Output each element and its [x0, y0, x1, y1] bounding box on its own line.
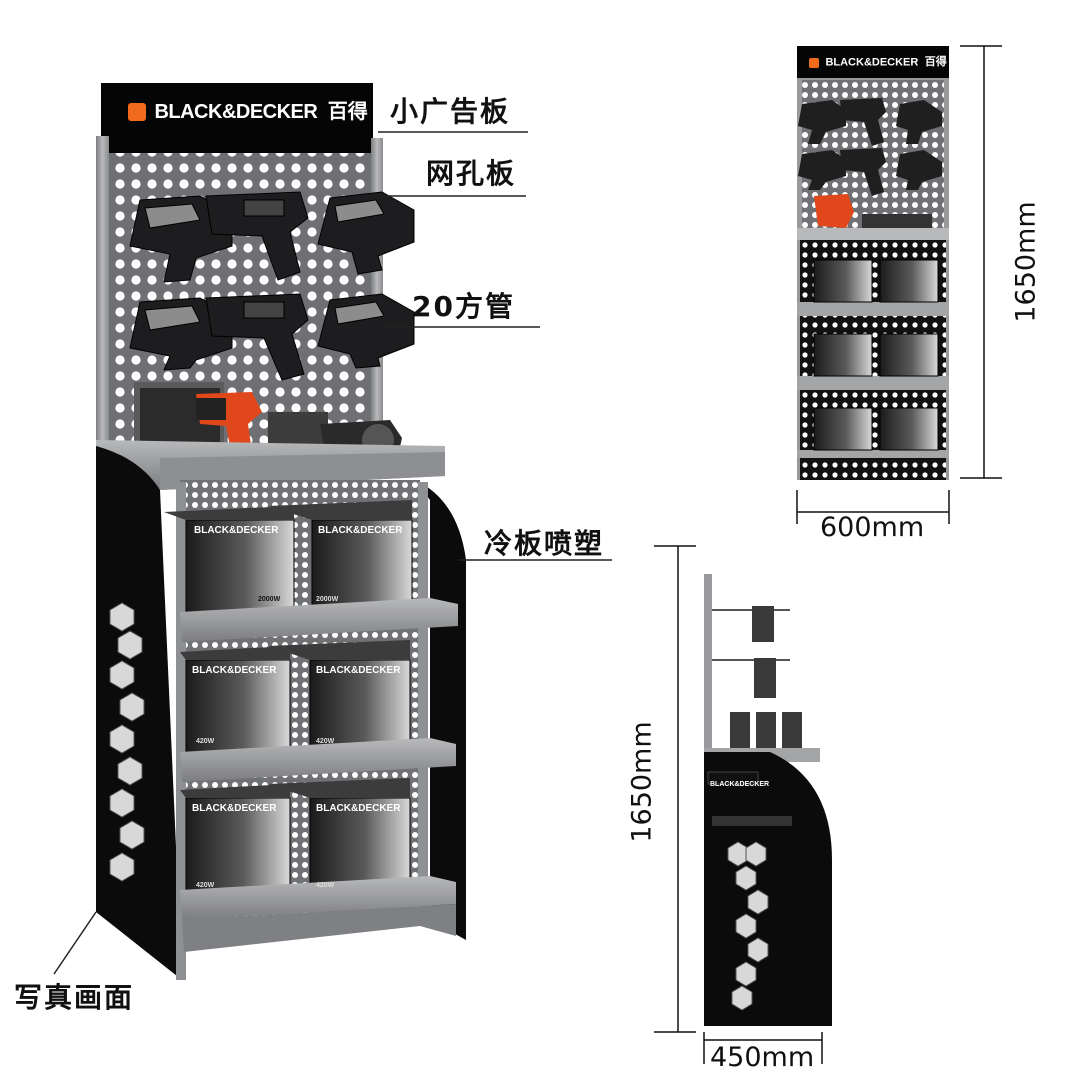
- box-label-row2-left: BLACK&DECKER: [192, 665, 277, 676]
- brand-hex-icon: [128, 103, 146, 121]
- side-logo-text: BLACK&DECKER: [710, 781, 770, 788]
- box-wattage-row2-left: 420W: [196, 738, 215, 745]
- callout-lines: [53, 131, 612, 975]
- left-post: [96, 136, 109, 481]
- side-graphic-panel: [704, 752, 832, 1026]
- box-label-row2-right: BLACK&DECKER: [316, 665, 401, 676]
- cabinet-shelves: [180, 598, 458, 952]
- box-wattage-row1-right: 2000W: [316, 596, 339, 603]
- front-width-dimension: 600mm: [820, 512, 925, 543]
- side-height-dimension: 1650mm: [626, 721, 658, 843]
- elevation-brand-hex-icon: [809, 57, 819, 68]
- elevation-logo: BLACK&DECKER 百得: [809, 55, 947, 71]
- side-panel-logo: BLACK&DECKER: [710, 774, 769, 790]
- front-dimension-lines: [796, 45, 1002, 524]
- hanging-heat-guns-top: [129, 191, 415, 283]
- box-wattage-row1-left: 2000W: [258, 596, 281, 603]
- box-wattage-row3-left: 420W: [196, 882, 215, 889]
- box-label-row3-left: BLACK&DECKER: [192, 803, 277, 814]
- callout-photo-graphic: 写真画面: [14, 981, 135, 1014]
- header-logo-primary: BLACK&DECKER 百得: [128, 102, 368, 122]
- callout-pegboard: 网孔板: [426, 157, 517, 190]
- elevation-logo-cn: 百得: [924, 56, 947, 69]
- front-elevation-view: [797, 46, 949, 480]
- hexagon-pattern: [109, 602, 145, 882]
- header-board: [101, 83, 373, 153]
- elevation-logo-text: BLACK&DECKER: [825, 56, 919, 69]
- box-label-row1-left: BLACK&DECKER: [194, 525, 279, 536]
- box-label-row1-right: BLACK&DECKER: [318, 525, 403, 536]
- box-wattage-row2-right: 420W: [316, 738, 335, 745]
- right-side-panel: [415, 480, 466, 940]
- header-logo-cn: 百得: [327, 101, 368, 123]
- callout-square-tube: 20方管: [412, 290, 515, 323]
- side-elevation-view: [704, 574, 832, 1026]
- front-height-dimension: 1650mm: [1010, 201, 1042, 323]
- callout-header-board: 小广告板: [390, 95, 511, 128]
- header-logo-text: BLACK&DECKER: [154, 101, 318, 123]
- box-label-row3-right: BLACK&DECKER: [316, 803, 401, 814]
- box-wattage-row3-right: 420W: [316, 882, 335, 889]
- callout-cold-plate-coating: 冷板喷塑: [484, 527, 605, 560]
- hanging-heat-guns-middle: [129, 293, 415, 381]
- front-stand-view: [96, 83, 466, 980]
- side-dimension-lines: [654, 545, 823, 1064]
- side-depth-dimension: 450mm: [710, 1042, 815, 1073]
- product-boxes: [164, 500, 413, 899]
